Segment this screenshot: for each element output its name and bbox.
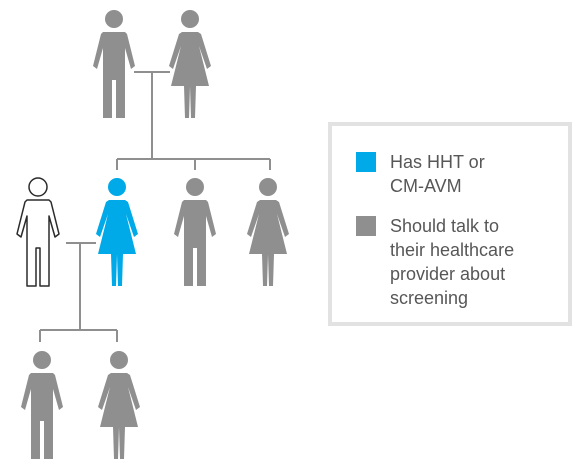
spouse-figure [16, 177, 60, 287]
blue-square-icon [356, 152, 376, 172]
legend-box: Has HHT or CM-AVM Should talk to their h… [328, 122, 572, 326]
pedigree-connectors [39, 71, 271, 342]
legend-label-affected: Has HHT or CM-AVM [390, 152, 485, 196]
grandmother-figure [169, 10, 211, 118]
gray-square-icon [356, 216, 376, 236]
legend-item-affected: Has HHT or CM-AVM [356, 150, 550, 198]
granddaughter-figure [98, 351, 140, 459]
legend-item-screening: Should talk to their healthcare provider… [356, 214, 550, 310]
legend-label-screening: Should talk to their healthcare provider… [390, 216, 515, 308]
daughter-figure [247, 178, 289, 286]
person-figures [16, 10, 289, 459]
grandson-figure [21, 351, 63, 459]
son-figure [174, 178, 216, 286]
affected-daughter-figure [96, 178, 138, 286]
grandfather-figure [93, 10, 135, 118]
